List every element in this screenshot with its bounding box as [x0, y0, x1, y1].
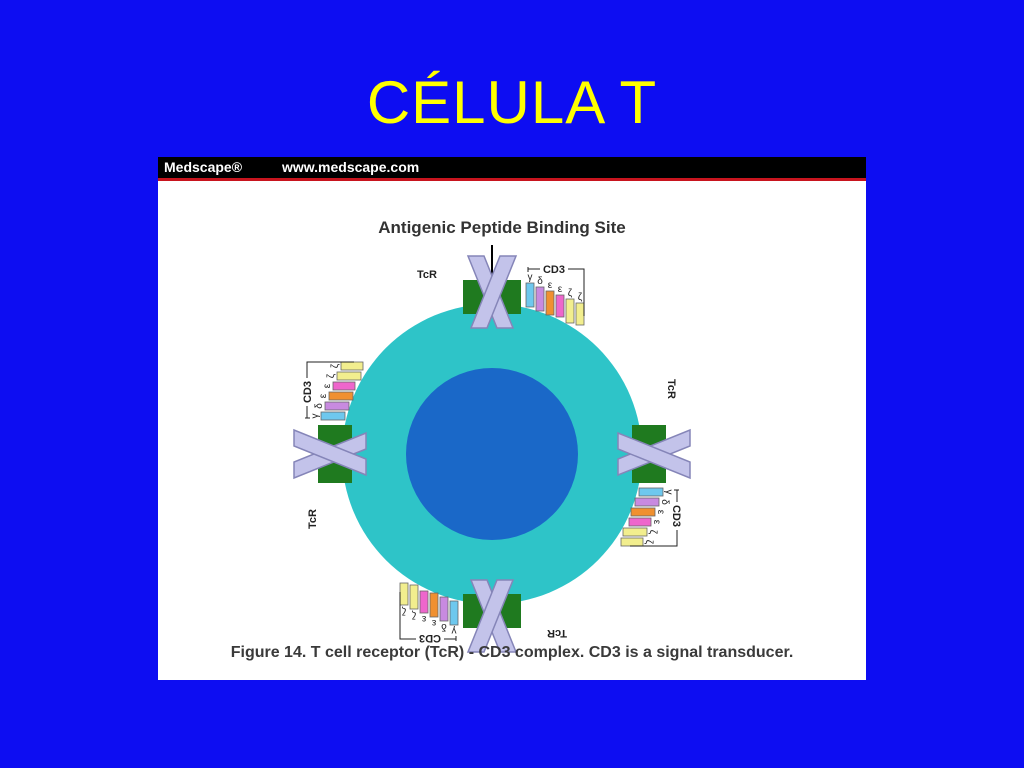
cd3-chain [340, 361, 364, 371]
cd3-chain-label: γ [528, 272, 533, 283]
cd3-chain [324, 401, 350, 411]
cd3-chain-label: ε [431, 617, 436, 628]
figure-header-bar: Medscape® www.medscape.com [158, 157, 866, 181]
cd3-bracket [399, 592, 457, 641]
tcr-label: TcR [417, 269, 437, 281]
cd3-chain [332, 381, 356, 391]
cd3-chain [429, 592, 439, 618]
cd3-chain [622, 527, 648, 537]
cd3-chain [620, 537, 644, 547]
binding-site-heading: Antigenic Peptide Binding Site [378, 218, 625, 237]
cd3-chain-label: ζ [578, 292, 583, 303]
cd3-chain-label: δ [314, 403, 325, 409]
cd3-chain-label: ε [318, 393, 329, 398]
cd3-chain [555, 294, 565, 318]
slide-title: CÉLULA T [366, 69, 658, 136]
tcr-label: TcR [547, 627, 567, 639]
figure-panel: Medscape® www.medscape.com Antigenic Pep… [158, 157, 866, 680]
cd3-bracket [630, 489, 679, 547]
cd3-chain [638, 487, 664, 497]
cd3-chain [565, 298, 575, 324]
cd3-chain-label: ζ [568, 288, 573, 299]
cd3-chain [399, 582, 409, 606]
cd3-chain [525, 282, 535, 308]
tcr-label: TcR [307, 509, 319, 529]
cd3-chain-label: ε [421, 613, 426, 624]
cd3-chain-label: γ [663, 490, 674, 495]
cd3-chain [634, 497, 660, 507]
cd3-chain [336, 371, 362, 381]
cd3-chain [328, 391, 354, 401]
cd3-chain [575, 302, 585, 326]
cd3-chain-label: γ [452, 625, 457, 636]
cd3-label: CD3 [543, 264, 565, 276]
cd3-label: CD3 [302, 381, 314, 403]
cd3-chain-label: ζ [643, 540, 654, 545]
cd3-chain [419, 590, 429, 614]
cd3-chain-label: ζ [401, 605, 406, 616]
cd3-chain-label: δ [659, 499, 670, 505]
cd3-chain-label: ζ [326, 373, 337, 378]
cd3-chain-label: ε [322, 383, 333, 388]
cd3-chain [320, 411, 346, 421]
figure-caption: Figure 14. T cell receptor (TcR) - CD3 c… [230, 644, 794, 661]
cd3-chain-label: δ [537, 276, 543, 287]
cd3-chain-label: ζ [330, 363, 341, 368]
cd3-chain [545, 290, 555, 316]
cd3-bracket [527, 267, 585, 316]
cd3-label: CD3 [670, 505, 682, 527]
cd3-chain-label: ζ [411, 609, 416, 620]
cd3-bracket [305, 361, 354, 419]
cd3-chain-label: ε [655, 510, 666, 515]
cd3-chain [449, 600, 459, 626]
cd3-chain [535, 286, 545, 312]
cd3-label: CD3 [419, 632, 441, 644]
cd3-chain-label: ε [558, 284, 563, 295]
cd3-chain-label: ζ [647, 530, 658, 535]
medscape-brand: Medscape® [164, 159, 243, 175]
medscape-url: www.medscape.com [282, 159, 420, 175]
cd3-chain-label: δ [441, 621, 447, 632]
cd3-chain [630, 507, 656, 517]
cd3-chain-label: ε [548, 280, 553, 291]
cd3-chain [439, 596, 449, 622]
cd3-chain-label: ε [651, 520, 662, 525]
tcr-label: TcR [665, 379, 677, 399]
cd3-chain [409, 584, 419, 610]
cell-cytoplasm [406, 368, 578, 540]
cd3-chain-label: γ [310, 414, 321, 419]
cd3-chain [628, 517, 652, 527]
